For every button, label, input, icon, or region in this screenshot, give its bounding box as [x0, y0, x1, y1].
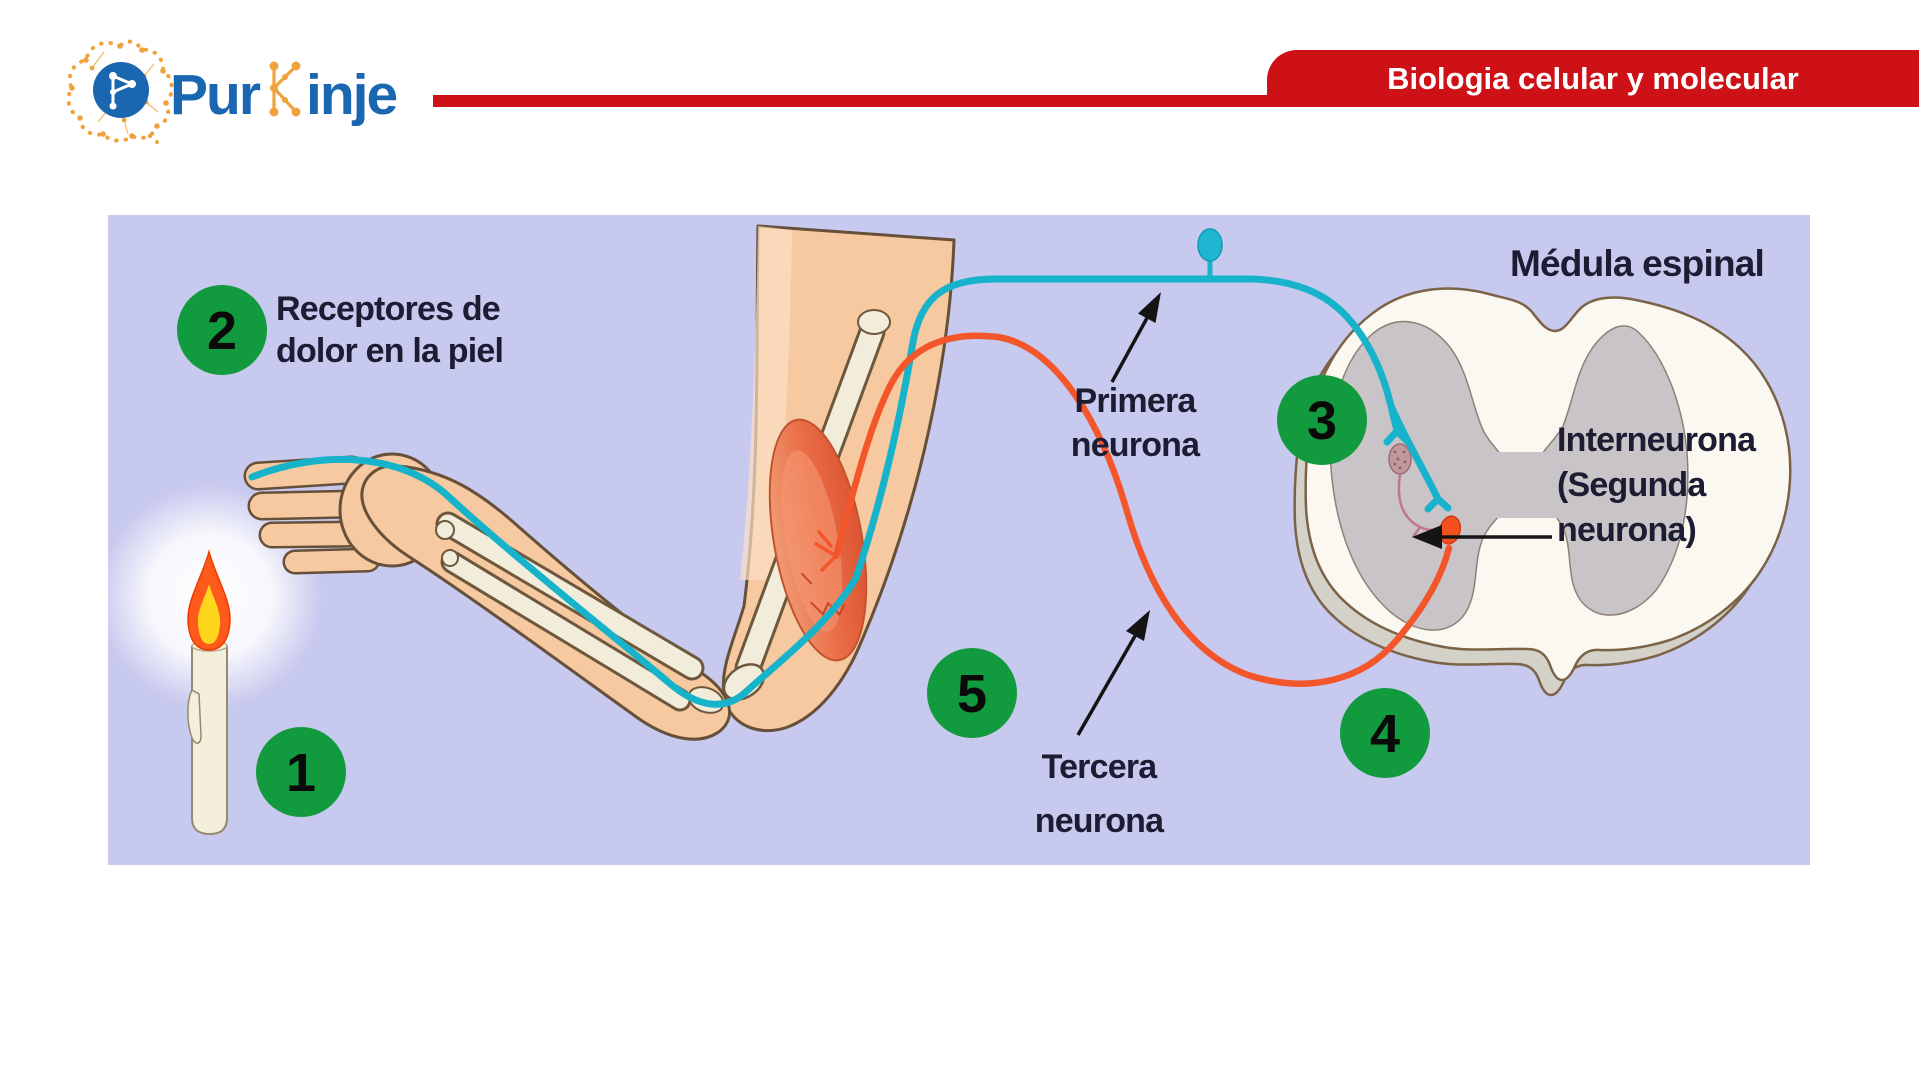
motor-end-branches: [814, 530, 838, 572]
step-badge-2: 2: [177, 285, 267, 375]
sensory-nerve-path: [248, 228, 1452, 708]
svg-text:1: 1: [286, 743, 316, 803]
gray-matter: [1329, 320, 1689, 631]
label-medula-espinal: Médula espinal: [1510, 243, 1764, 284]
svg-text:4: 4: [1370, 704, 1400, 764]
svg-text:Interneurona: Interneurona: [1557, 421, 1757, 459]
course-title-banner: Biologia celular y molecular: [1267, 50, 1919, 107]
svg-text:dolor en la piel: dolor en la piel: [276, 332, 503, 370]
step-badge-1: 1: [256, 727, 346, 817]
arrow-interneurona: [1412, 525, 1552, 549]
svg-text:Receptores de: Receptores de: [276, 290, 500, 328]
svg-text:3: 3: [1307, 391, 1337, 451]
purkinje-logo: Pur K inje: [66, 39, 398, 144]
logo-text-inje: inje: [306, 63, 396, 127]
svg-text:neurona: neurona: [1035, 802, 1165, 840]
wax-drip: [187, 688, 202, 744]
svg-text:Primera: Primera: [1074, 382, 1197, 420]
radius-bone: [438, 514, 702, 678]
svg-text:2: 2: [207, 301, 237, 361]
label-tercera-neurona: Tercera neurona: [1035, 748, 1166, 840]
logo-k-network: K: [269, 61, 301, 117]
course-title: Biologia celular y molecular: [1387, 60, 1799, 96]
arrow-tercera-neurona: [1076, 610, 1150, 736]
arrow-primera-neurona: [1110, 292, 1161, 383]
svg-text:5: 5: [957, 664, 987, 724]
sensory-ganglion-cell-body: [1197, 228, 1223, 262]
spinal-cord-cross-section: [1293, 287, 1792, 697]
label-receptores: Receptores de dolor en la piel: [276, 290, 504, 370]
candle: [187, 549, 231, 836]
step-badge-3: 3: [1277, 375, 1367, 465]
step-badge-4: 4: [1340, 688, 1430, 778]
svg-text:Tercera: Tercera: [1042, 748, 1159, 786]
svg-text:(Segunda: (Segunda: [1557, 466, 1707, 504]
svg-text:neurona: neurona: [1071, 426, 1201, 464]
label-interneurona: Interneurona (Segunda neurona): [1557, 421, 1758, 549]
forearm-and-hand: [243, 452, 731, 741]
label-primera-neurona: Primera neurona: [1071, 382, 1202, 464]
flame-inner: [197, 584, 221, 644]
step-badge-5: 5: [927, 648, 1017, 738]
ulna-bone: [443, 553, 689, 709]
brain-network-icon: [66, 39, 174, 144]
logo-text-pur: Pur: [170, 63, 261, 127]
svg-text:neurona): neurona): [1557, 511, 1696, 549]
